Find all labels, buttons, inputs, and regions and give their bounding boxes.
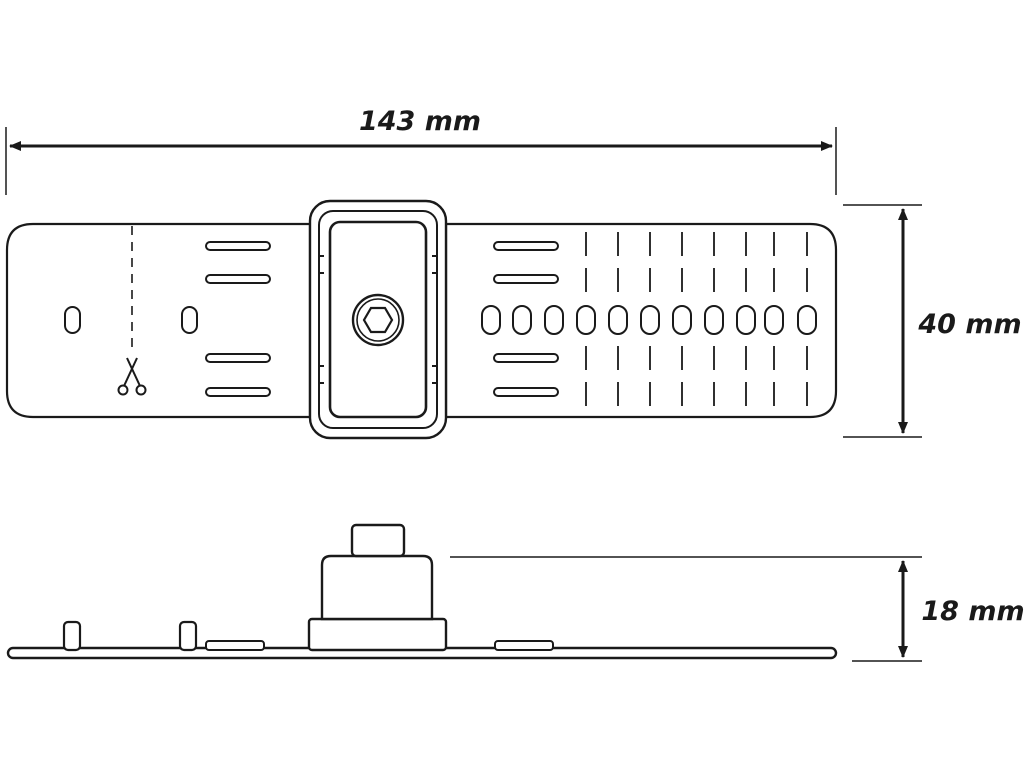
- adjustment-hole: [576, 305, 596, 335]
- adjustment-hole: [736, 305, 756, 335]
- slot: [493, 241, 559, 251]
- slot: [493, 353, 559, 363]
- adjustment-hole: [640, 305, 660, 335]
- buckle-inner-frame: [318, 210, 438, 429]
- height-dimension: 40 mm: [843, 204, 1022, 438]
- hex-socket-bolt-icon: [351, 293, 405, 347]
- slot: [205, 274, 271, 284]
- adjustment-hole: [481, 305, 501, 335]
- adjustment-hole: [672, 305, 692, 335]
- height-dimension-label: 40 mm: [917, 309, 1021, 340]
- slot: [493, 387, 559, 397]
- side-slot-bump: [205, 640, 265, 651]
- thickness-dimension: 18 mm: [450, 556, 1024, 662]
- adjustment-scale-ticks: [585, 232, 808, 406]
- slot: [205, 353, 271, 363]
- top-view: [5, 199, 838, 440]
- adjustment-hole: [608, 305, 628, 335]
- side-pin: [62, 620, 82, 652]
- width-dimension: 143 mm: [5, 106, 837, 195]
- left-slots: [205, 241, 271, 397]
- strap-hole: [181, 306, 198, 334]
- thickness-dimension-label: 18 mm: [921, 596, 1024, 627]
- strap-left-section: [5, 222, 312, 419]
- strap-right-section: [444, 222, 838, 419]
- scissors-icon: [117, 357, 147, 396]
- adjustment-holes: [481, 305, 817, 335]
- side-bolt-head: [350, 523, 406, 558]
- side-view: [6, 523, 838, 660]
- adjustment-hole: [704, 305, 724, 335]
- buckle-clamp-plate: [328, 220, 428, 419]
- strap-hole: [64, 306, 81, 334]
- side-buckle-body: [320, 554, 434, 621]
- right-slots: [493, 241, 559, 397]
- adjustment-hole: [764, 305, 784, 335]
- width-dimension-label: 143 mm: [359, 106, 481, 137]
- adjustment-hole: [544, 305, 564, 335]
- adjustment-hole: [797, 305, 817, 335]
- side-buckle-base: [307, 617, 448, 652]
- buckle: [308, 199, 448, 440]
- slot: [205, 241, 271, 251]
- slot: [493, 274, 559, 284]
- buckle-outer-frame: [308, 199, 448, 440]
- side-slot-bump: [494, 640, 554, 651]
- side-pin: [178, 620, 198, 652]
- slot: [205, 387, 271, 397]
- adjustment-hole: [512, 305, 532, 335]
